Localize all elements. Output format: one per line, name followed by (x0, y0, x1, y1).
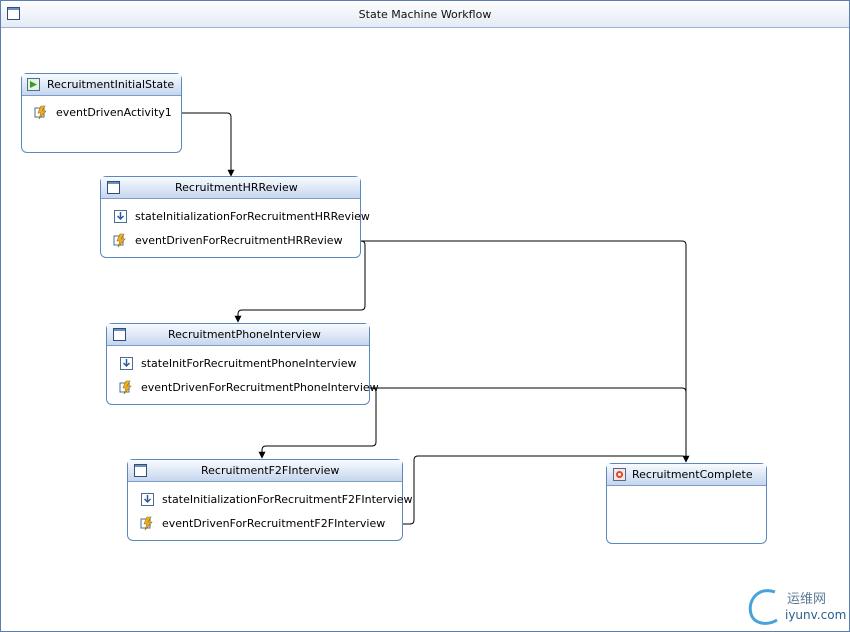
state-title: RecruitmentInitialState (47, 78, 175, 91)
state-initialization-icon (141, 493, 154, 506)
state-recruitment-phone-interview[interactable]: RecruitmentPhoneInterview stateInitForRe… (106, 323, 379, 405)
state-header: RecruitmentF2FInterview (128, 460, 402, 482)
watermark-swirl-icon (748, 589, 778, 625)
state-recruitment-hr-review[interactable]: RecruitmentHRReview stateInitializationF… (100, 176, 370, 258)
state-header: RecruitmentHRReview (101, 177, 360, 199)
connector-hr-to-complete[interactable] (334, 240, 690, 463)
designer-title: State Machine Workflow (358, 8, 492, 21)
initial-state-icon (27, 78, 40, 91)
state-recruitment-initial[interactable]: RecruitmentInitialState eventDrivenActiv… (21, 73, 182, 153)
activity-label: eventDrivenForRecruitmentHRReview (135, 234, 343, 247)
event-driven-icon (140, 516, 153, 531)
state-title: RecruitmentComplete (632, 468, 753, 481)
connector-phone-to-complete[interactable] (368, 387, 687, 393)
state-icon (113, 328, 126, 341)
connector-hr-to-phone[interactable] (234, 240, 366, 323)
activity-label: eventDrivenForRecruitmentF2FInterview (162, 517, 386, 530)
state-title: RecruitmentPhoneInterview (168, 328, 321, 341)
state-recruitment-f2f-interview[interactable]: RecruitmentF2FInterview stateInitializat… (127, 459, 413, 541)
activity-label: eventDrivenForRecruitmentPhoneInterview (141, 381, 379, 394)
activity-label: stateInitForRecruitmentPhoneInterview (141, 357, 357, 370)
state-title: RecruitmentF2FInterview (201, 464, 340, 477)
connector-initial-to-hr[interactable] (170, 112, 235, 177)
state-recruitment-complete[interactable]: RecruitmentComplete (606, 463, 767, 544)
connector-f2f-to-complete[interactable] (376, 455, 687, 525)
completed-state-icon (613, 468, 626, 481)
state-initialization-icon (114, 210, 127, 223)
event-driven-icon (34, 105, 47, 120)
activity-label: eventDrivenActivity1 (56, 106, 172, 119)
state-machine-icon (7, 7, 20, 20)
state-header: RecruitmentInitialState (22, 74, 181, 96)
state-header: RecruitmentComplete (607, 464, 766, 486)
state-icon (107, 181, 120, 194)
activity-label: stateInitializationForRecruitmentF2FInte… (162, 493, 413, 506)
connector-phone-to-f2f[interactable] (258, 387, 377, 459)
activity-label: stateInitializationForRecruitmentHRRevie… (135, 210, 370, 223)
designer-title-bar: State Machine Workflow (1, 1, 849, 28)
state-title: RecruitmentHRReview (175, 181, 298, 194)
state-header: RecruitmentPhoneInterview (107, 324, 369, 346)
watermark-cn-text: 运维网 (787, 592, 827, 607)
state-icon (134, 464, 147, 477)
event-driven-icon (113, 233, 126, 248)
event-driven-icon (119, 380, 132, 395)
state-initialization-icon (120, 357, 133, 370)
watermark-logo: 运维网 iyunv.com (745, 584, 847, 628)
watermark-en-text: iyunv.com (785, 608, 847, 622)
